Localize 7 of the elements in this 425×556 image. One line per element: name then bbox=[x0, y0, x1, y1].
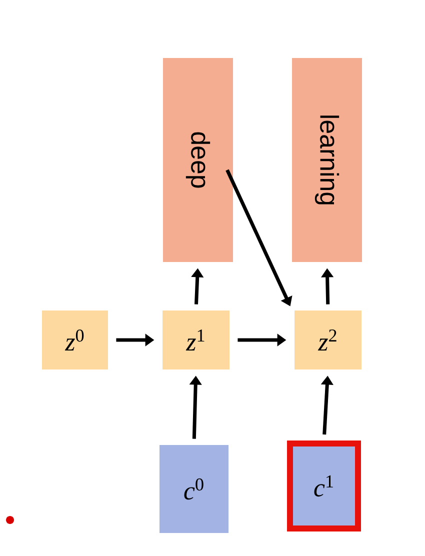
word-box: learning bbox=[292, 58, 362, 262]
state-box: z$^{0}$ bbox=[42, 310, 108, 370]
word-box: deep bbox=[163, 58, 233, 262]
state-box: z$^{2}$ bbox=[294, 310, 362, 370]
state-box: c$^{0}$ bbox=[160, 445, 228, 533]
state-box: z$^{1}$ bbox=[162, 310, 230, 370]
state-box: c$^{1}$ bbox=[287, 440, 361, 532]
